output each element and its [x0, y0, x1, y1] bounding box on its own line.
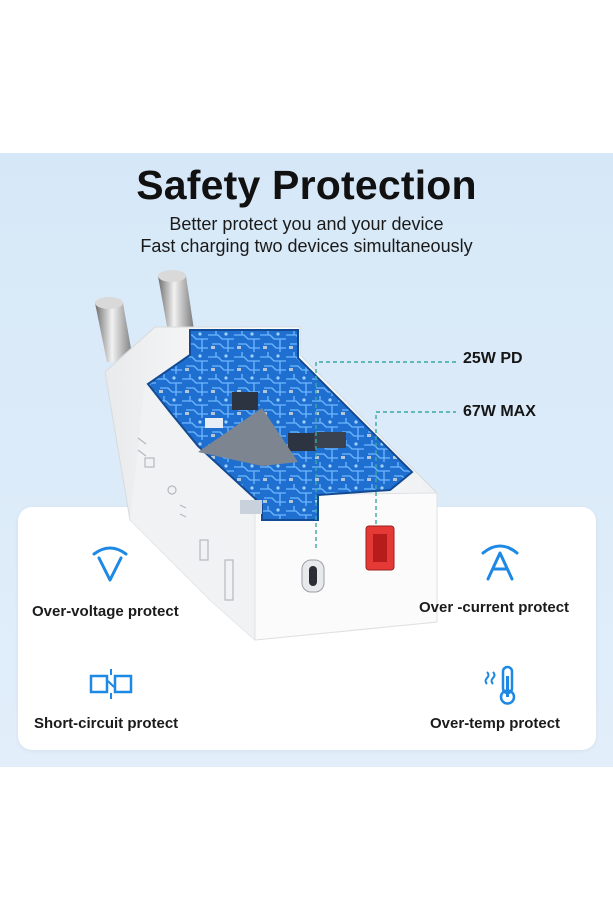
plug-pin-left — [95, 297, 133, 362]
subtitle-line-1: Better protect you and your device — [169, 214, 444, 234]
callout-67w-max: 67W MAX — [463, 403, 536, 420]
current-a-icon — [479, 537, 521, 581]
feature-over-voltage: Over-voltage protect — [32, 603, 179, 620]
callout-25w-pd: 25W PD — [463, 350, 523, 367]
feature-short-circuit: Short-circuit protect — [34, 715, 179, 732]
subtitle-line-2: Fast charging two devices simultaneously — [140, 236, 473, 256]
plug-pin-right — [158, 270, 194, 332]
thermometer-icon — [484, 664, 520, 706]
short-circuit-icon — [88, 667, 134, 701]
feature-over-current: Over -current protect — [419, 599, 570, 616]
voltage-v-icon — [90, 540, 130, 584]
page-title: Safety Protection — [136, 162, 477, 208]
feature-over-temp: Over-temp protect — [430, 715, 561, 732]
